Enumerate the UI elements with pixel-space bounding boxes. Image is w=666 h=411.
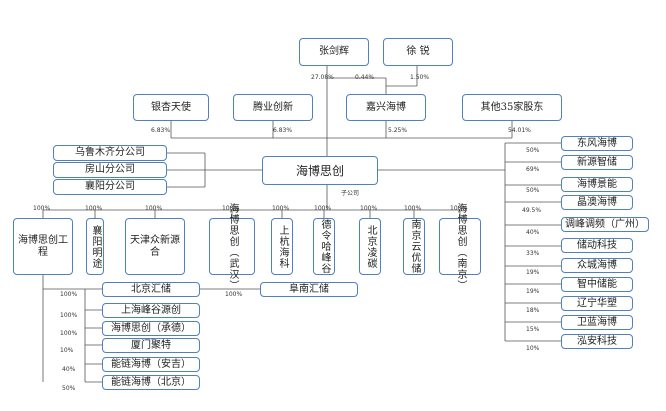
pct-label: 40% — [526, 229, 540, 236]
pct-label: 1.50% — [410, 74, 430, 81]
company-funan: 阜南汇储 — [260, 282, 358, 297]
pct-label: 100% — [60, 312, 78, 319]
right-zhongcheng: 众城海博 — [561, 258, 633, 273]
shareholder-tengye: 腾业创新 — [233, 94, 313, 121]
pct-label: 50% — [526, 147, 540, 154]
shareholder-others: 其他35家股东 — [462, 94, 562, 121]
pct-label: 100% — [33, 205, 51, 212]
shareholder-yinxing: 银杏天使 — [133, 94, 209, 121]
pct-label: 54.01% — [508, 127, 531, 134]
right-guangzhou: 调峰调频（广州） — [561, 217, 649, 232]
pct-label: 100% — [85, 205, 103, 212]
right-dongfeng: 东风海博 — [561, 136, 633, 151]
sub-shanghang: 上杭海科 — [271, 218, 293, 275]
sub-tianjin: 天津众新源合 — [125, 218, 185, 275]
pct-label: 6.83% — [151, 127, 171, 134]
pct-label: 18% — [526, 307, 540, 314]
child-shanghai: 上海峰谷源创 — [102, 303, 200, 318]
right-liaoning: 辽宁华塑 — [561, 296, 633, 311]
pct-label: 100% — [60, 291, 78, 298]
pct-label: 19% — [526, 269, 540, 276]
right-jingao: 晶澳海博 — [561, 195, 633, 210]
sub-delingha: 德令哈峰谷 — [313, 218, 335, 275]
pct-label: 6.83% — [273, 127, 293, 134]
sub-label: 子公司 — [341, 190, 360, 197]
branch-urumqi: 乌鲁木齐分公司 — [53, 145, 167, 161]
company-center: 海博思创 — [262, 156, 378, 185]
pct-label: 100% — [360, 205, 378, 212]
pct-label: 49.5% — [522, 207, 542, 214]
right-xinyuan: 新源智储 — [561, 155, 633, 170]
pct-label: 100% — [404, 205, 422, 212]
pct-label: 19% — [526, 288, 540, 295]
pct-label: 10% — [60, 347, 74, 354]
pct-label: 50% — [526, 187, 540, 194]
branch-xiangyang: 襄阳分公司 — [53, 179, 167, 195]
pct-label: 15% — [526, 326, 540, 333]
pct-label: 100% — [272, 205, 290, 212]
sub-gongcheng: 海博思创工程 — [13, 218, 73, 275]
pct-label: 100% — [314, 205, 332, 212]
sub-nanjing: 海博思创（南京） — [439, 203, 481, 291]
right-zhizhong: 智中储能 — [561, 277, 633, 292]
branch-fangshan: 房山分公司 — [53, 162, 167, 178]
shareholder-zhang: 张剑辉 — [299, 38, 369, 66]
pct-label: 50% — [62, 385, 76, 392]
shareholder-jiaxing: 嘉兴海博 — [346, 94, 426, 121]
child-beijing-huichu: 北京汇储 — [102, 282, 200, 297]
child-beijing: 能链海博（北京） — [102, 375, 200, 390]
right-hongan: 泓安科技 — [561, 334, 633, 349]
pct-label: 27.08% — [311, 74, 334, 81]
shareholder-xu: 徐 锐 — [383, 38, 453, 66]
sub-yunyouchu: 南京云优储 — [403, 218, 425, 275]
sub-wuhan: 海博思创（武汉） — [209, 203, 255, 291]
sub-lingtan: 北京凌碳 — [359, 218, 381, 275]
pct-label: 33% — [526, 250, 540, 257]
right-weilan: 卫蓝海博 — [561, 315, 633, 330]
pct-label: 40% — [62, 366, 76, 373]
pct-label: 100% — [450, 205, 468, 212]
right-jingneng: 海博景能 — [561, 177, 633, 192]
pct-label: 100% — [145, 205, 163, 212]
child-chengde: 海博思创（承德） — [102, 321, 200, 336]
right-chudong: 储动科技 — [561, 238, 633, 253]
pct-label: 69% — [526, 166, 540, 173]
pct-label: 100% — [222, 205, 240, 212]
pct-label: 5.25% — [388, 127, 408, 134]
sub-xiangyang-mingtu: 襄阳明途 — [86, 218, 104, 275]
pct-label: 100% — [225, 291, 243, 298]
pct-label: 100% — [60, 330, 78, 337]
child-xiamen: 厦门聚特 — [102, 338, 200, 353]
pct-label: 10% — [526, 345, 540, 352]
pct-label: 0.44% — [355, 74, 375, 81]
child-anji: 能链海博（安吉） — [102, 357, 200, 372]
